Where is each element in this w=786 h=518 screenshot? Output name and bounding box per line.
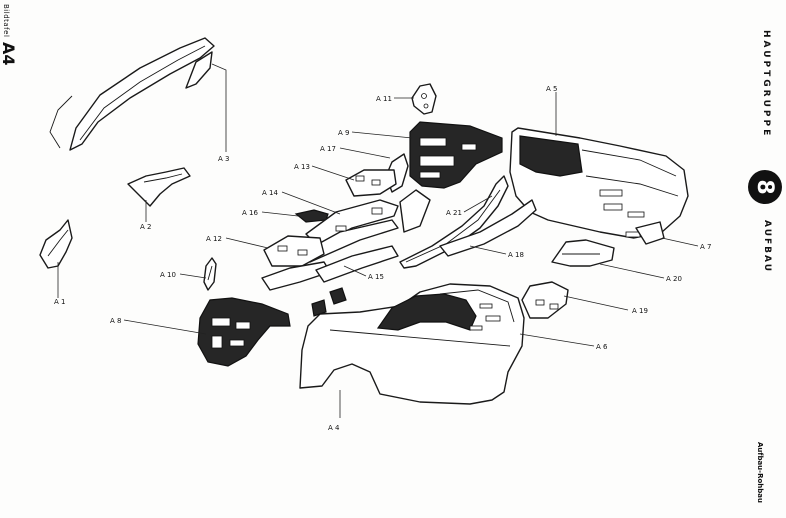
- callout-a5: A 5: [546, 85, 557, 93]
- callout-a15: A 15: [368, 273, 384, 281]
- callout-a21: A 21: [446, 209, 462, 217]
- main-group-number-badge: 8: [748, 170, 782, 204]
- callout-a19: A 19: [632, 307, 648, 315]
- leader-a19: [563, 295, 629, 311]
- part-a4-rear-quarter-panel: [299, 283, 525, 405]
- callout-a2: A 2: [140, 223, 151, 231]
- leader-a6: [519, 333, 595, 347]
- leader-a3: [211, 63, 227, 152]
- part-a21-sill-strip: [399, 175, 509, 269]
- part-a15-cross-member: [311, 245, 399, 317]
- part-a5-rear-inner-assembly: [509, 127, 689, 239]
- leader-a13: [311, 165, 355, 181]
- callout-a9: A 9: [338, 129, 349, 137]
- leader-a12: [225, 237, 269, 249]
- part-a18-rear-sill: [439, 199, 537, 257]
- part-a14-floor-rails: [299, 199, 399, 263]
- callout-a7: A 7: [700, 243, 711, 251]
- part-a10-bracket: [203, 257, 217, 291]
- leader-a21: [463, 195, 493, 213]
- plate-number: A4: [0, 42, 18, 66]
- main-group-title: HAUPTGRUPPE: [761, 30, 771, 139]
- callout-a11: A 11: [376, 95, 392, 103]
- part-a19-bracket: [521, 281, 569, 319]
- callout-a20: A 20: [666, 275, 682, 283]
- leader-lines: [57, 63, 699, 418]
- callout-a3: A 3: [218, 155, 229, 163]
- part-a7-rear-corner: [635, 221, 665, 245]
- leader-a14: [281, 191, 341, 215]
- callout-a12: A 12: [206, 235, 222, 243]
- part-a3-windscreen-frame: [49, 37, 215, 151]
- leader-a20: [599, 263, 665, 279]
- leader-a7: [661, 237, 699, 247]
- leader-a8: [123, 319, 207, 335]
- callout-a10: A 10: [160, 271, 176, 279]
- callout-a4: A 4: [328, 424, 340, 432]
- part-a12-cross-member: [261, 235, 331, 291]
- plate-caption: Bildtafel: [2, 4, 10, 38]
- callout-a14: A 14: [262, 189, 278, 197]
- group-name: AUFBAU: [762, 220, 772, 274]
- leader-a9: [351, 131, 413, 139]
- callout-a8: A 8: [110, 317, 121, 325]
- leader-a17: [339, 147, 391, 159]
- part-a9-door-inner-panel: [409, 121, 503, 189]
- callout-a13: A 13: [294, 163, 310, 171]
- section-name: Aufbau-Rohbau: [756, 442, 764, 503]
- part-a20-bracket: [551, 239, 615, 267]
- part-a13-cross-member: [345, 169, 431, 233]
- part-a6-wheel-arch: [439, 289, 515, 323]
- leader-a15: [343, 265, 367, 277]
- callout-a18: A 18: [508, 251, 524, 259]
- leader-a18: [469, 245, 507, 255]
- part-a2-bracket: [127, 167, 191, 207]
- callout-a6: A 6: [596, 343, 608, 351]
- callout-labels: A 1 A 2 A 3 A 4 A 5 A 6 A 7 A 8 A 9 A 10…: [54, 85, 711, 432]
- callout-a1: A 1: [54, 298, 65, 306]
- part-a11-latch-bracket: [411, 83, 437, 115]
- part-a8-seat-side-panel: [197, 297, 291, 367]
- part-a16-plate: [294, 209, 329, 223]
- leader-a16: [261, 211, 299, 217]
- part-a1-pillar: [39, 219, 73, 269]
- callout-a17: A 17: [320, 145, 336, 153]
- leader-a10: [179, 273, 207, 279]
- callout-a16: A 16: [242, 209, 258, 217]
